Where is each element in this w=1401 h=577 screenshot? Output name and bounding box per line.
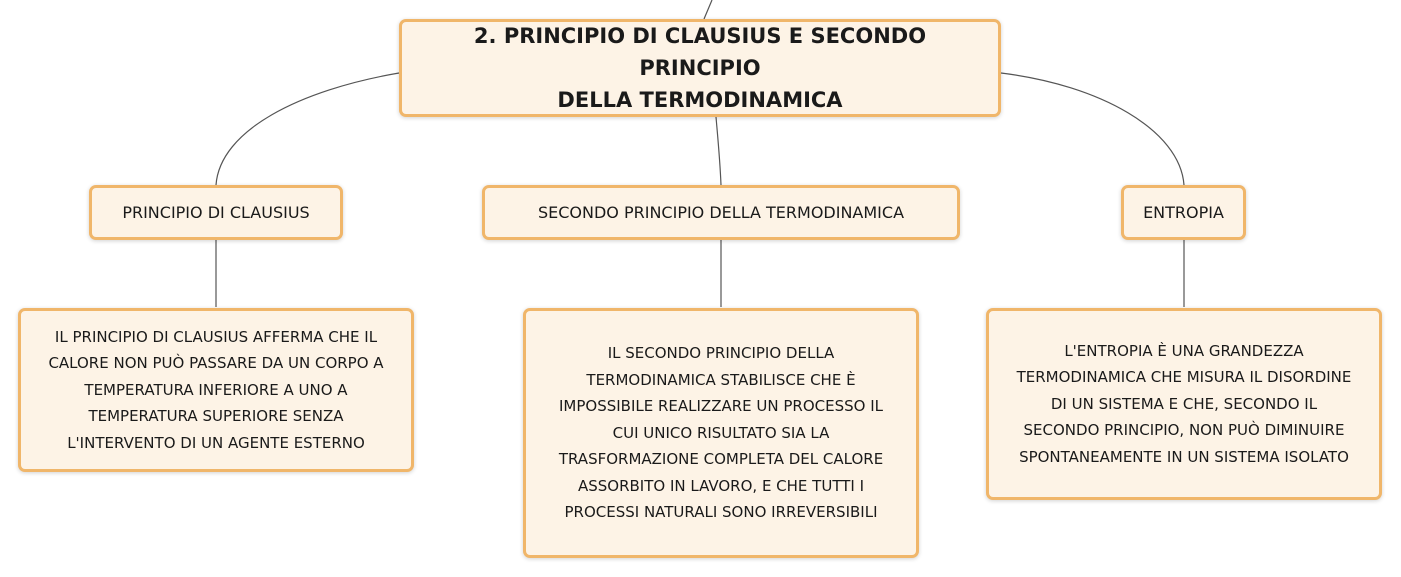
topic-label-entropia: ENTROPIA: [1143, 202, 1224, 222]
detail-node-entropia[interactable]: L'ENTROPIA È UNA GRANDEZZA TERMODINAMICA…: [986, 308, 1382, 500]
topic-node-principio-di-clausius[interactable]: PRINCIPIO DI CLAUSIUS: [89, 185, 343, 240]
detail-text-entropia: L'ENTROPIA È UNA GRANDEZZA TERMODINAMICA…: [1016, 341, 1352, 466]
topic-node-secondo-principio[interactable]: SECONDO PRINCIPIO DELLA TERMODINAMICA: [482, 185, 960, 240]
detail-node-secondo-principio[interactable]: IL SECONDO PRINCIPIO DELLA TERMODINAMICA…: [523, 308, 919, 558]
connector-root-to-entropia: [1000, 72, 1185, 186]
topic-node-entropia[interactable]: ENTROPIA: [1121, 185, 1246, 240]
detail-text-secondo-principio: IL SECONDO PRINCIPIO DELLA TERMODINAMICA…: [558, 344, 884, 522]
root-node[interactable]: 2. PRINCIPIO DI CLAUSIUS E SECONDO PRINC…: [399, 19, 1001, 117]
connector-root-to-secondo-principio: [715, 116, 722, 186]
topic-label-principio-di-clausius: PRINCIPIO DI CLAUSIUS: [122, 202, 310, 222]
topic-label-secondo-principio: SECONDO PRINCIPIO DELLA TERMODINAMICA: [537, 202, 905, 222]
detail-text-principio-di-clausius: IL PRINCIPIO DI CLAUSIUS AFFERMA CHE IL …: [48, 327, 384, 452]
connector-parent-to-root: [703, 0, 713, 20]
connector-root-to-principio-di-clausius: [215, 72, 400, 186]
detail-node-principio-di-clausius[interactable]: IL PRINCIPIO DI CLAUSIUS AFFERMA CHE IL …: [18, 308, 414, 472]
root-node-title: 2. PRINCIPIO DI CLAUSIUS E SECONDO PRINC…: [473, 24, 927, 112]
